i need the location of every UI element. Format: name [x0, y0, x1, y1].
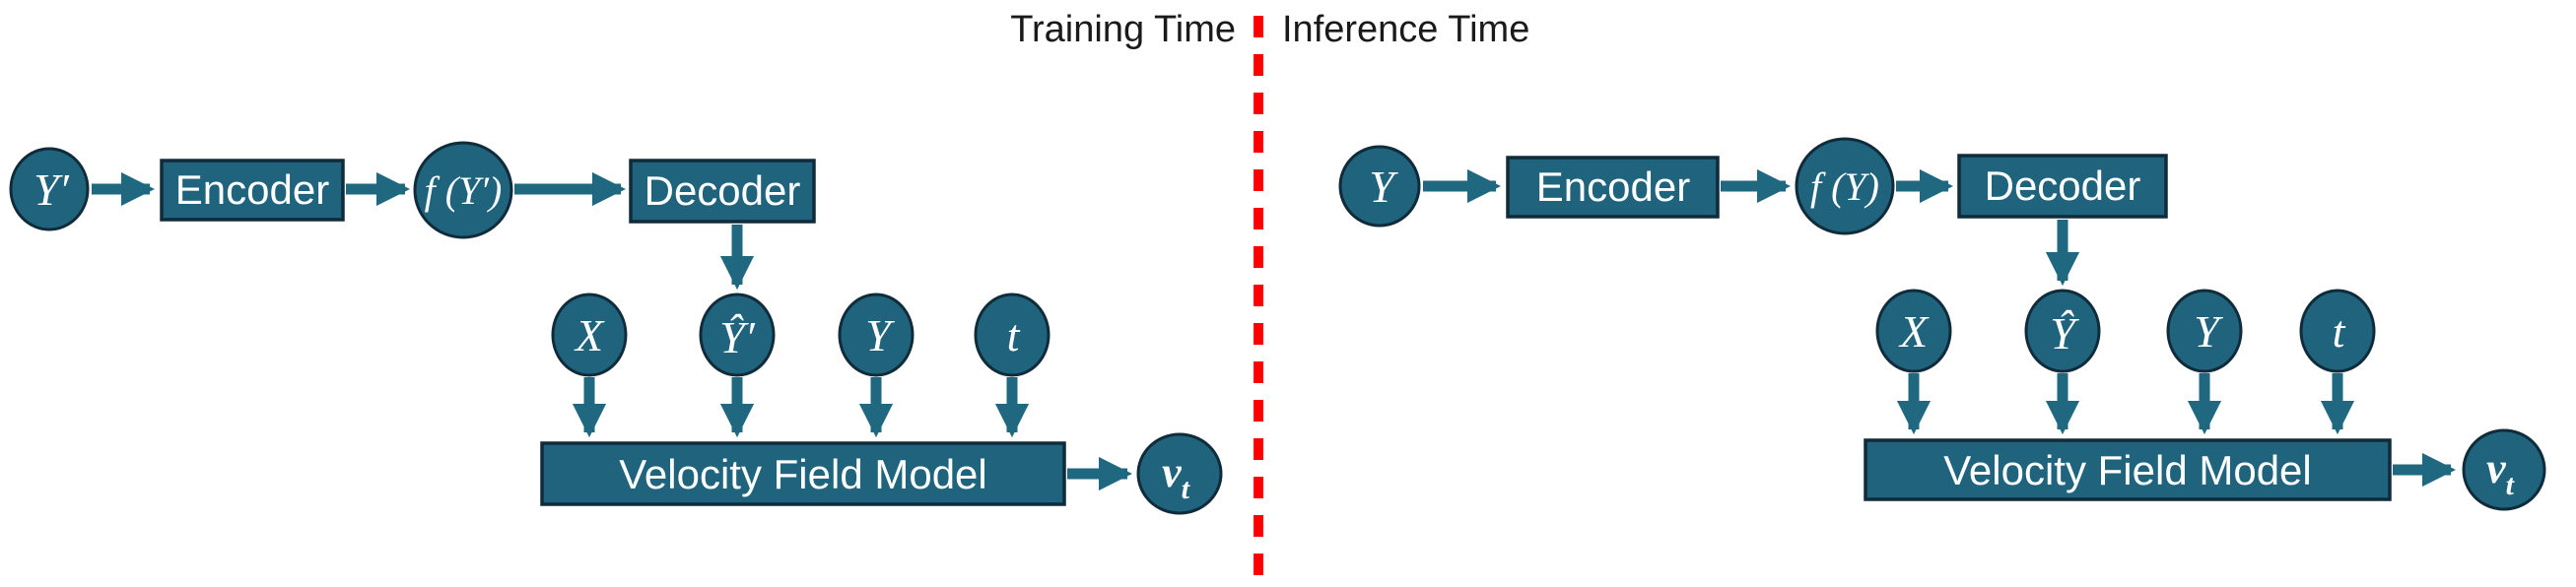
inference-output-sub: t: [2506, 469, 2516, 501]
training-node-t: [974, 293, 1051, 377]
inference-input-label: Y: [1369, 162, 1398, 212]
training-node-x: [551, 293, 628, 377]
training-input-label: Y′: [34, 164, 70, 215]
inference-latent-label: f (Y): [1810, 164, 1879, 209]
training-node-t-label: t: [1007, 310, 1021, 360]
training-velocity-model-label: Velocity Field Model: [619, 451, 987, 497]
inference-output-node: [2462, 428, 2546, 511]
inference-input-node: [1338, 145, 1421, 228]
inference-time-title: Inference Time: [1282, 9, 1529, 50]
training-encoder-box: [160, 159, 345, 222]
inference-node-y: [2166, 289, 2243, 373]
inference-encoder-label: Encoder: [1536, 163, 1690, 210]
training-output-label: vt: [1162, 448, 1191, 505]
inference-latent-node: [1795, 137, 1895, 235]
inference-node-x-label: X: [1898, 306, 1930, 357]
training-node-x-label: X: [574, 310, 605, 360]
inference-output-base: v: [2486, 444, 2506, 492]
training-output-node: [1136, 432, 1223, 515]
inference-decoder-label: Decoder: [1985, 163, 2141, 209]
training-node-y: [838, 293, 915, 377]
inference-node-x: [1875, 289, 1952, 373]
inference-node-yhat: [2024, 289, 2101, 373]
training-node-y-label: Y: [865, 310, 895, 360]
inference-velocity-model-box: [1864, 438, 2392, 501]
inference-node-yhat-label: Ŷ: [2050, 308, 2079, 359]
training-output-base: v: [1162, 448, 1182, 496]
training-latent-label: f (Y′): [425, 168, 503, 213]
training-section: Y′ Encoder f (Y′) Decoder X Ŷ′ Y t Veloc…: [9, 141, 1223, 515]
training-time-title: Training Time: [1010, 9, 1236, 50]
inference-output-label: vt: [2486, 444, 2516, 501]
training-latent-node: [413, 141, 513, 239]
training-decoder-label: Decoder: [644, 167, 801, 214]
inference-section: Y Encoder f (Y) Decoder X Ŷ Y t Velocity…: [1338, 137, 2546, 511]
inference-node-t: [2299, 289, 2376, 373]
training-encoder-label: Encoder: [175, 166, 329, 213]
training-velocity-model-box: [540, 441, 1066, 506]
inference-encoder-box: [1506, 156, 1720, 219]
inference-decoder-box: [1957, 154, 2168, 219]
inference-node-t-label: t: [2333, 306, 2346, 357]
training-node-yhat-label: Ŷ′: [719, 312, 756, 362]
training-node-yhat: [699, 293, 776, 377]
training-input-node: [9, 147, 90, 231]
inference-velocity-model-label: Velocity Field Model: [1943, 447, 2312, 493]
training-decoder-box: [629, 159, 816, 224]
training-output-sub: t: [1182, 473, 1191, 505]
inference-node-y-label: Y: [2194, 306, 2223, 357]
